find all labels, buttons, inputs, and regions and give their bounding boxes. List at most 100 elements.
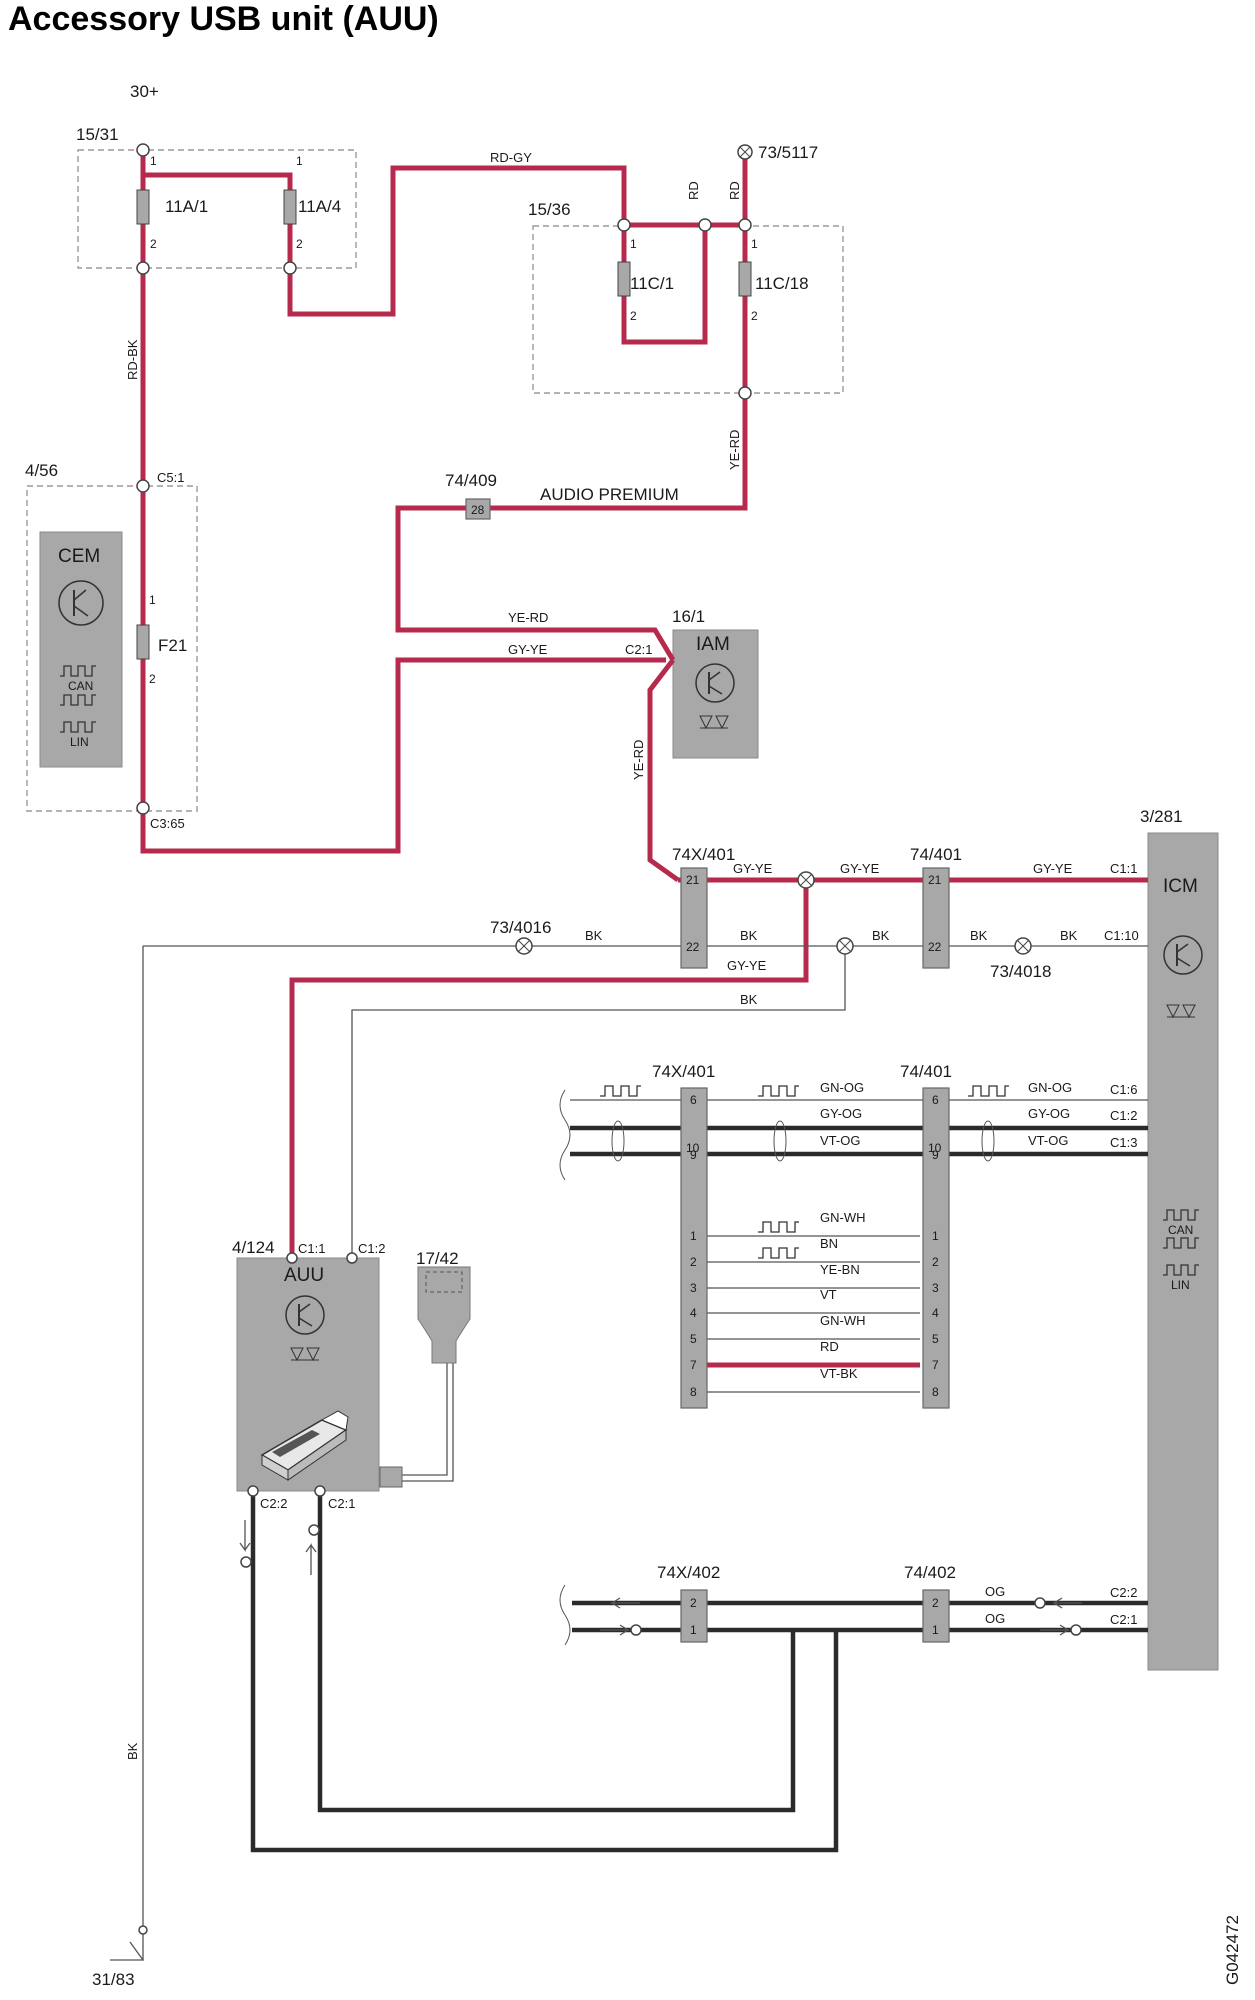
wire-label: GN-WH <box>820 1313 866 1328</box>
can-bus-icon <box>1163 1237 1199 1249</box>
power-wires <box>140 145 1148 1368</box>
icm-lin-label: LIN <box>1171 1278 1190 1292</box>
iam-pin: C2:1 <box>625 642 652 657</box>
usb-socket-id: 17/42 <box>416 1249 459 1268</box>
fuse-box-id: 15/36 <box>528 200 571 219</box>
splice-symbols <box>515 144 1032 955</box>
pin-number: 1 <box>932 1623 939 1637</box>
connector-id: 74X/401 <box>672 845 735 864</box>
connector-74x-402 <box>680 1589 708 1643</box>
wire-label: GY-OG <box>820 1106 862 1121</box>
wire-label: GY-YE <box>727 958 767 973</box>
icm-pin: C2:2 <box>1110 1585 1137 1600</box>
wire-label: RD <box>820 1339 839 1354</box>
pin-number: 4 <box>690 1306 697 1320</box>
fuse-11a-1 <box>136 189 150 225</box>
pin-number: 8 <box>690 1385 697 1399</box>
pin-number: 9 <box>690 1148 697 1162</box>
pin-number: 1 <box>932 1229 939 1243</box>
iam-id: 16/1 <box>672 607 705 626</box>
wire-label: BK <box>125 1742 140 1760</box>
pin-number: 2 <box>149 672 156 686</box>
wire-label: BK <box>740 928 758 943</box>
wire-label: RD-BK <box>125 339 140 380</box>
pin-number: 6 <box>690 1093 697 1107</box>
wire-label: GN-OG <box>820 1080 864 1095</box>
pin-number: 1 <box>296 154 303 168</box>
fuse-11c-18 <box>738 261 752 297</box>
fuse-box-15-31 <box>77 149 357 269</box>
auu-id: 4/124 <box>232 1238 275 1257</box>
icm-name: ICM <box>1163 876 1198 897</box>
diode-icon <box>699 715 729 730</box>
pin-number: 2 <box>932 1596 939 1610</box>
diagram-title: Accessory USB unit (AUU) <box>8 0 439 38</box>
fuse-label: 11C/18 <box>755 274 809 293</box>
cem-pin-in: C5:1 <box>157 470 184 485</box>
wire-label: YE-RD <box>508 610 548 625</box>
lin-bus-icon <box>1163 1264 1199 1276</box>
wire-label: YE-RD <box>727 430 742 470</box>
pin-number: 1 <box>751 237 758 251</box>
ground-label: 31/83 <box>92 1970 135 1989</box>
wire-label: RD-GY <box>490 150 532 165</box>
connector-id: 74X/402 <box>657 1563 720 1582</box>
icm-pin: C1:1 <box>1110 861 1137 876</box>
pin-number: 10 <box>686 1141 700 1155</box>
cem-pin-out: C3:65 <box>150 816 185 831</box>
diode-icon <box>290 1347 320 1362</box>
wire-label: OG <box>985 1611 1005 1626</box>
fuse-label: 11A/1 <box>165 197 208 216</box>
data-wires <box>250 1125 1148 1853</box>
wire-label: VT-OG <box>1028 1133 1068 1148</box>
fuse-11c-1 <box>617 261 631 297</box>
connector-id: 74/402 <box>904 1563 956 1582</box>
auu-name: AUU <box>284 1265 324 1286</box>
connector-74-409-pin: 28 <box>471 503 485 517</box>
transistor-icon <box>58 580 104 626</box>
wire-label: BN <box>820 1236 838 1251</box>
icm-pin: C2:1 <box>1110 1612 1137 1627</box>
wire-label: BK <box>1060 928 1078 943</box>
connector-id: 74X/401 <box>652 1062 715 1081</box>
cem-module <box>39 531 123 768</box>
ground-symbol <box>110 1941 145 1961</box>
wire-label: GY-YE <box>508 642 548 657</box>
connector-74x-401-upper <box>680 867 708 969</box>
auu-pin: C1:1 <box>298 1241 325 1256</box>
icm-can-label: CAN <box>1168 1223 1193 1237</box>
fuse-label: 11A/4 <box>298 197 341 216</box>
cem-name: CEM <box>58 546 100 567</box>
wire-label: BK <box>740 992 758 1007</box>
pin-number: 2 <box>932 1255 939 1269</box>
wire-label: VT-OG <box>820 1133 860 1148</box>
pin-number: 21 <box>686 873 700 887</box>
diode-icon <box>1166 1004 1196 1019</box>
pin-number: 2 <box>150 237 157 251</box>
pin-number: 3 <box>690 1281 697 1295</box>
transistor-icon <box>1163 935 1203 975</box>
usb-stick-icon <box>260 1410 349 1481</box>
pin-number: 2 <box>296 237 303 251</box>
wire-label: GN-OG <box>1028 1080 1072 1095</box>
can-bus-icon <box>60 694 96 706</box>
auu-pin: C2:1 <box>328 1496 355 1511</box>
connector-option-label: AUDIO PREMIUM <box>540 485 679 504</box>
pin-number: 7 <box>690 1358 697 1372</box>
wire-label: GY-YE <box>733 861 773 876</box>
pin-number: 1 <box>690 1623 697 1637</box>
wire-label: BK <box>872 928 890 943</box>
wire-label: VT <box>820 1287 837 1302</box>
icm-id: 3/281 <box>1140 807 1183 826</box>
can-bus-icon <box>60 665 96 677</box>
pin-number: 22 <box>928 940 942 954</box>
twisted-pair-marks <box>559 1089 995 1646</box>
fuse-box-15-36 <box>532 225 844 394</box>
pin-number: 8 <box>932 1385 939 1399</box>
auu-pin: C2:2 <box>260 1496 287 1511</box>
pin-number: 1 <box>630 237 637 251</box>
connector-74x-401-lower <box>680 1087 708 1409</box>
pin-number: 4 <box>932 1306 939 1320</box>
connector-74-401-lower <box>922 1087 950 1409</box>
pin-number: 1 <box>690 1229 697 1243</box>
